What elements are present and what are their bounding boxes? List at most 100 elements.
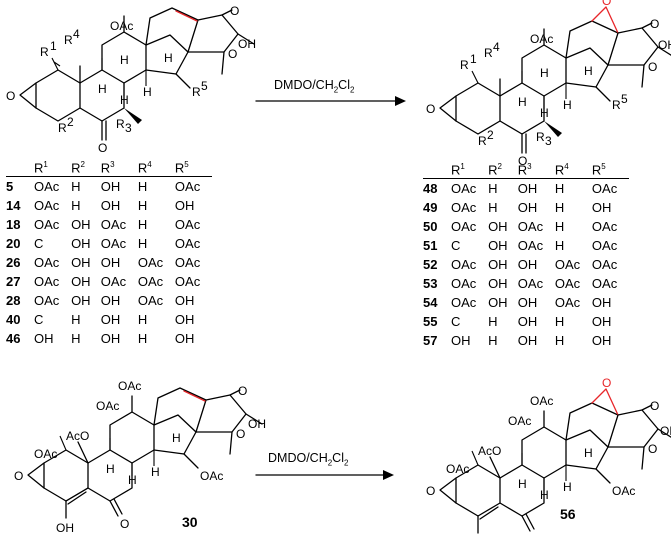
substituent-r3-cell: OH bbox=[100, 198, 121, 214]
reaction-arrow-bottom bbox=[255, 470, 394, 480]
atom-label: OAc bbox=[612, 484, 635, 498]
substituent-r3-cell: OH bbox=[100, 255, 121, 271]
substituent-r4-cell: H bbox=[554, 314, 565, 330]
substituent-r1-cell: OAc bbox=[451, 276, 477, 292]
substituent-r1-cell: OAc bbox=[34, 274, 60, 290]
atom-label: R bbox=[478, 134, 487, 148]
compound-number-30: 30 bbox=[182, 514, 198, 530]
table-header-r5: R5 bbox=[174, 160, 189, 176]
atom-label: OH bbox=[248, 417, 266, 431]
table-header-r3: R3 bbox=[100, 160, 115, 176]
substituent-r2-cell: H bbox=[71, 331, 81, 347]
atom-label: H bbox=[563, 480, 572, 494]
atom-label: H bbox=[151, 465, 160, 479]
compound-id-cell: 14 bbox=[6, 198, 21, 214]
substituent-r2-cell: OH bbox=[71, 293, 91, 309]
atom-label: O bbox=[648, 442, 657, 456]
atom-label: 5 bbox=[201, 79, 208, 93]
compound-id-cell: 18 bbox=[6, 217, 21, 233]
substituent-r3-cell: OH bbox=[100, 293, 121, 309]
atom-label: 1 bbox=[50, 39, 57, 53]
atom-label: H bbox=[540, 106, 549, 120]
atom-label: O bbox=[120, 517, 129, 531]
substituent-r5-cell: OH bbox=[591, 200, 612, 216]
substituent-r3-cell: OH bbox=[517, 200, 538, 216]
substituent-r3-cell: OH bbox=[100, 312, 121, 328]
bottom-left-labels: AcO OAc OAc OAc OAc OH OH O O O O H H H … bbox=[14, 379, 266, 534]
substituent-r3-cell: OAc bbox=[517, 238, 544, 254]
compound-id-cell: 55 bbox=[423, 314, 438, 330]
substituent-r3-cell: OH bbox=[517, 333, 538, 349]
atom-label: O bbox=[236, 427, 245, 441]
table-header-r2: R2 bbox=[71, 160, 85, 176]
substituent-r3-cell: OH bbox=[517, 314, 538, 330]
atom-label: H bbox=[584, 64, 593, 78]
compound-id-cell: 52 bbox=[423, 257, 438, 273]
substituent-r5-cell: OH bbox=[174, 312, 195, 328]
substituent-r2-cell: H bbox=[71, 312, 81, 328]
atom-label: 3 bbox=[125, 121, 132, 135]
substituent-r4-cell: H bbox=[554, 219, 565, 235]
substituent-r5-cell: OH bbox=[591, 314, 612, 330]
atom-label: H bbox=[128, 473, 137, 487]
substituent-r5-cell: OAc bbox=[174, 255, 201, 271]
atom-label: H bbox=[518, 95, 527, 109]
table-header-id bbox=[6, 160, 34, 177]
top-left-labels: OAc O O OH O O R 1 R 4 R 2 R 3 R 5 H H H… bbox=[6, 4, 256, 155]
substituent-r2-cell: OH bbox=[71, 217, 91, 233]
top-left-structure bbox=[19, 7, 255, 141]
atom-label: 1 bbox=[470, 52, 477, 66]
substituent-r5-cell: OH bbox=[591, 295, 612, 311]
substituent-r4-cell: OAc bbox=[137, 255, 164, 271]
epoxide-oxygen-label: O bbox=[602, 376, 611, 390]
atom-label: OAc bbox=[530, 32, 553, 46]
substituent-r4-cell: H bbox=[137, 312, 148, 328]
atom-label: H bbox=[98, 82, 107, 96]
atom-label: H bbox=[584, 446, 593, 460]
substituent-r5-cell: OH bbox=[174, 293, 195, 309]
substituent-r2-cell: H bbox=[488, 200, 498, 216]
substituent-r1-cell: OH bbox=[451, 333, 471, 349]
substituent-r5-cell: OH bbox=[591, 333, 612, 349]
substituent-r4-cell: H bbox=[137, 236, 148, 252]
atom-label: O bbox=[238, 384, 247, 398]
atom-label: OAc bbox=[200, 469, 223, 483]
substituent-r2-cell: OH bbox=[488, 257, 508, 273]
atom-label: AcO bbox=[66, 429, 89, 443]
substituent-r1-cell: OAc bbox=[451, 295, 477, 311]
substituent-r5-cell: OAc bbox=[591, 219, 618, 235]
substituent-r4-cell: H bbox=[137, 198, 148, 214]
atom-label: O bbox=[426, 484, 435, 498]
atom-label: O bbox=[14, 469, 23, 483]
atom-label: OH bbox=[660, 424, 671, 438]
substituent-r1-cell: OAc bbox=[451, 200, 477, 216]
substituent-r3-cell: OAc bbox=[517, 219, 544, 235]
substituent-r5-cell: OAc bbox=[174, 274, 201, 290]
atom-label: OH bbox=[56, 521, 74, 534]
atom-label: O bbox=[518, 154, 527, 168]
atom-label: H bbox=[143, 85, 152, 99]
substituent-r2-cell: H bbox=[71, 198, 81, 214]
substituent-r5-cell: OAc bbox=[174, 217, 201, 233]
atom-label: 2 bbox=[487, 128, 494, 142]
atom-label: O bbox=[230, 4, 239, 18]
substituent-r1-cell: OAc bbox=[34, 217, 60, 233]
substituent-r5-cell: OH bbox=[174, 331, 195, 347]
atom-label: O bbox=[650, 17, 659, 31]
substituent-r2-cell: OH bbox=[71, 274, 91, 290]
atom-label: R bbox=[40, 45, 49, 59]
substituent-r4-cell: H bbox=[137, 331, 148, 347]
compound-id-cell: 50 bbox=[423, 219, 438, 235]
compound-id-cell: 28 bbox=[6, 293, 21, 309]
atom-label: H bbox=[172, 431, 181, 445]
atom-label: O bbox=[228, 47, 237, 61]
